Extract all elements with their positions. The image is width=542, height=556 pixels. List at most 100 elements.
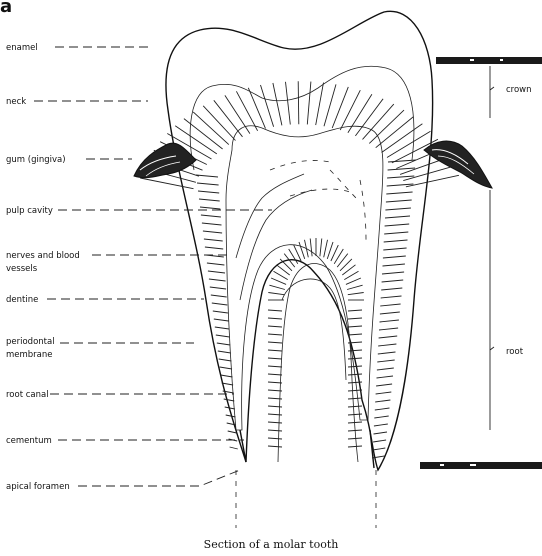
hatch-line bbox=[386, 192, 412, 194]
label-root-canal: root canal bbox=[6, 390, 49, 400]
hatch-line bbox=[268, 430, 282, 431]
label-gum-group: gum (gingiva) bbox=[6, 155, 132, 165]
hatch-line bbox=[363, 104, 394, 139]
hatch-line bbox=[348, 446, 362, 447]
hatch-line bbox=[348, 422, 362, 423]
hatch-line bbox=[268, 318, 282, 319]
hatch-line bbox=[383, 248, 406, 250]
hatch-line bbox=[381, 288, 402, 290]
hatch-line bbox=[196, 175, 218, 177]
hatch-line bbox=[332, 87, 348, 128]
hatch-line bbox=[286, 82, 291, 125]
hatch-line bbox=[347, 285, 363, 289]
hatch-line bbox=[344, 271, 358, 279]
label-cementum-group: cementum bbox=[6, 436, 244, 446]
scale-bar-top bbox=[436, 57, 542, 64]
hatch-line bbox=[236, 91, 257, 131]
hatch-line bbox=[298, 81, 299, 124]
hatch-line bbox=[220, 367, 232, 369]
hatch-line bbox=[225, 95, 250, 133]
hatch-line bbox=[384, 240, 408, 242]
label-nerves-line1: nerves and blood bbox=[6, 251, 80, 261]
hatch-line bbox=[268, 446, 282, 447]
hatch-line bbox=[209, 279, 226, 281]
hatch-line bbox=[348, 350, 362, 351]
hatch-line bbox=[355, 99, 383, 136]
hatch-line bbox=[201, 215, 221, 217]
hatch-line bbox=[348, 390, 362, 391]
furcation-outline bbox=[278, 264, 358, 462]
hatch-line bbox=[204, 239, 223, 241]
label-dentine-group: dentine bbox=[6, 295, 204, 305]
label-crown: crown bbox=[506, 85, 532, 95]
hatch-line bbox=[380, 320, 399, 322]
hatch-line bbox=[381, 296, 402, 298]
hatch-line bbox=[380, 304, 400, 306]
hatch-line bbox=[327, 242, 333, 259]
label-neck-group: neck bbox=[6, 97, 148, 107]
hatch-line bbox=[383, 264, 405, 266]
hatch-line bbox=[208, 271, 225, 273]
hatch-line bbox=[348, 358, 362, 359]
hatch-line bbox=[406, 175, 459, 187]
hatch-line bbox=[210, 287, 226, 289]
hatch-line bbox=[385, 208, 411, 210]
hatch-line bbox=[198, 191, 219, 193]
hatch-line bbox=[348, 374, 362, 375]
hatch-line bbox=[379, 328, 398, 330]
dentine-band-left bbox=[196, 175, 238, 449]
hatch-line bbox=[374, 416, 388, 418]
hatch-line bbox=[268, 350, 282, 351]
hatch-line bbox=[348, 334, 362, 335]
hatch-line bbox=[224, 399, 235, 401]
hatch-line bbox=[273, 83, 282, 125]
hatch-line bbox=[268, 438, 282, 439]
hatch-line bbox=[379, 336, 398, 338]
label-enamel-group: enamel bbox=[6, 43, 150, 53]
label-root: root bbox=[506, 347, 524, 357]
hatch-line bbox=[268, 358, 282, 359]
hatch-line bbox=[378, 352, 396, 354]
hatch-line bbox=[380, 312, 400, 314]
hatch-line bbox=[202, 223, 222, 225]
hatch-line bbox=[217, 343, 230, 345]
label-pulp-cavity: pulp cavity bbox=[6, 206, 53, 216]
hatch-line bbox=[348, 414, 362, 415]
hatch-line bbox=[307, 82, 311, 125]
hatch-line bbox=[348, 366, 362, 367]
label-apical-foramen: apical foramen bbox=[6, 482, 70, 492]
hatch-line bbox=[375, 408, 390, 410]
hatch-line bbox=[221, 375, 233, 377]
hatch-line bbox=[218, 351, 231, 353]
label-neck: neck bbox=[6, 97, 26, 107]
figure-letter: a bbox=[0, 0, 12, 17]
figure-caption: Section of a molar tooth bbox=[204, 538, 339, 551]
hatch-line bbox=[348, 310, 362, 311]
label-enamel: enamel bbox=[6, 43, 38, 53]
label-pulp-cavity-group: pulp cavity bbox=[6, 206, 272, 216]
hatch-line bbox=[385, 216, 410, 218]
dentine-band-right bbox=[372, 160, 416, 458]
hatch-line bbox=[348, 94, 372, 133]
hatch-line bbox=[383, 256, 406, 258]
hatch-line bbox=[348, 406, 362, 407]
hatch-line bbox=[346, 278, 361, 284]
hatch-line bbox=[377, 368, 394, 370]
label-apical-group: apical foramen bbox=[6, 470, 240, 492]
hatch-line bbox=[340, 90, 360, 130]
hatch-line bbox=[268, 310, 282, 311]
hatch-line bbox=[376, 384, 392, 386]
hatch-line bbox=[385, 224, 410, 226]
hatch-line bbox=[348, 438, 362, 439]
hatch-line bbox=[203, 106, 235, 141]
hatch-line bbox=[324, 240, 328, 257]
enamel-inner-boundary bbox=[190, 66, 414, 170]
hatch-line bbox=[382, 280, 404, 282]
hatch-line bbox=[207, 263, 225, 265]
hatch-line bbox=[274, 271, 288, 279]
label-nerves-group: nerves and blood vessels bbox=[6, 251, 228, 274]
hatch-line bbox=[375, 400, 390, 402]
hatch-line bbox=[373, 448, 386, 450]
hatch-line bbox=[324, 84, 336, 126]
